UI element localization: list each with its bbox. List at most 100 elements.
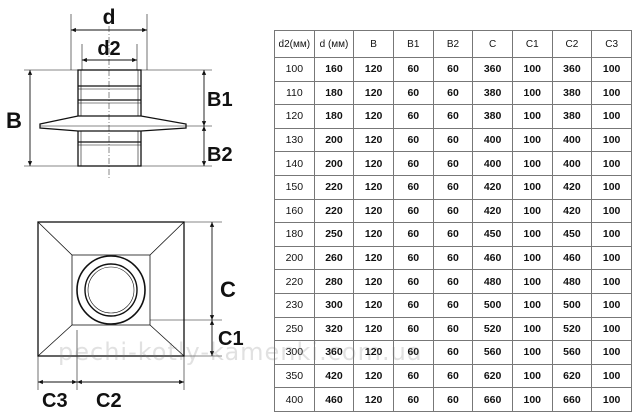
table-cell: 60	[392, 222, 434, 247]
table-cell: 120	[353, 198, 394, 224]
label-C1: C1	[218, 328, 244, 350]
table-cell: 560	[472, 340, 513, 365]
table-cell: 180	[274, 222, 315, 247]
header-d: d (мм)	[313, 30, 355, 58]
table-cell: 60	[432, 104, 474, 129]
table-cell: 60	[392, 245, 434, 271]
table-cell: 360	[551, 57, 593, 82]
table-cell: 120	[353, 340, 394, 365]
table-cell: 100	[591, 151, 632, 176]
technical-drawing: d d2 B B1 B2 C C1 C3 C2	[6, 6, 244, 412]
table-cell: 360	[472, 57, 513, 82]
table-cell: 150	[274, 174, 315, 200]
table-cell: 60	[392, 387, 434, 412]
table-cell: 60	[432, 198, 474, 224]
table-cell: 450	[472, 222, 513, 247]
table-cell: 220	[274, 269, 315, 294]
table-cell: 380	[551, 80, 593, 106]
table-cell: 100	[511, 340, 553, 365]
table-cell: 100	[511, 57, 553, 82]
table-cell: 520	[472, 316, 513, 342]
table-header-row: d2(мм) d (мм) B B1 B2 C C1 C2 C3	[274, 30, 632, 58]
table-cell: 60	[432, 387, 474, 412]
table-cell: 100	[511, 363, 553, 389]
header-C1: C1	[511, 30, 553, 58]
table-cell: 300	[313, 292, 355, 318]
table-cell: 400	[551, 127, 593, 153]
table-cell: 120	[353, 245, 394, 271]
table-cell: 100	[591, 387, 632, 412]
table-cell: 400	[472, 127, 513, 153]
table-cell: 60	[432, 151, 474, 176]
table-cell: 60	[392, 316, 434, 342]
header-B: B	[353, 30, 394, 58]
table-cell: 110	[274, 80, 315, 106]
table-cell: 130	[274, 127, 315, 153]
table-cell: 460	[551, 245, 593, 271]
table-cell: 100	[511, 198, 553, 224]
table-cell: 120	[353, 80, 394, 106]
table-cell: 60	[432, 127, 474, 153]
table-cell: 60	[392, 127, 434, 153]
table-cell: 60	[392, 340, 434, 365]
table-cell: 360	[313, 340, 355, 365]
table-cell: 100	[591, 127, 632, 153]
table-cell: 100	[511, 245, 553, 271]
table-cell: 120	[274, 104, 315, 129]
table-cell: 420	[551, 174, 593, 200]
table-cell: 250	[274, 316, 315, 342]
label-B1: B1	[207, 89, 233, 111]
table-cell: 460	[313, 387, 355, 412]
table-cell: 120	[353, 269, 394, 294]
table-cell: 100	[591, 245, 632, 271]
table-cell: 100	[511, 269, 553, 294]
header-B1: B1	[392, 30, 434, 58]
table-cell: 100	[511, 316, 553, 342]
table-cell: 120	[353, 387, 394, 412]
table-cell: 100	[591, 198, 632, 224]
label-B: B	[6, 108, 22, 133]
table-cell: 60	[432, 222, 474, 247]
side-view	[24, 14, 212, 178]
table-cell: 400	[472, 151, 513, 176]
table-cell: 620	[472, 363, 513, 389]
table-cell: 100	[591, 363, 632, 389]
table-cell: 120	[353, 151, 394, 176]
table-cell: 60	[392, 80, 434, 106]
table-cell: 420	[472, 198, 513, 224]
table-cell: 460	[472, 245, 513, 271]
pipe-inner-circle	[84, 263, 138, 317]
table-cell: 100	[274, 57, 315, 82]
table-cell: 60	[392, 57, 434, 82]
table-cell: 120	[353, 363, 394, 389]
table-cell: 100	[591, 269, 632, 294]
table-cell: 380	[472, 104, 513, 129]
table-cell: 60	[392, 151, 434, 176]
table-cell: 100	[511, 387, 553, 412]
table-cell: 60	[392, 198, 434, 224]
table-cell: 400	[551, 151, 593, 176]
table-cell: 220	[313, 198, 355, 224]
table-cell: 60	[432, 57, 474, 82]
table-cell: 160	[274, 198, 315, 224]
table-cell: 380	[551, 104, 593, 129]
table-cell: 60	[432, 316, 474, 342]
table-cell: 100	[591, 80, 632, 106]
table-cell: 220	[313, 174, 355, 200]
table-cell: 60	[392, 292, 434, 318]
table-cell: 100	[591, 104, 632, 129]
table-cell: 520	[551, 316, 593, 342]
table-cell: 280	[313, 269, 355, 294]
